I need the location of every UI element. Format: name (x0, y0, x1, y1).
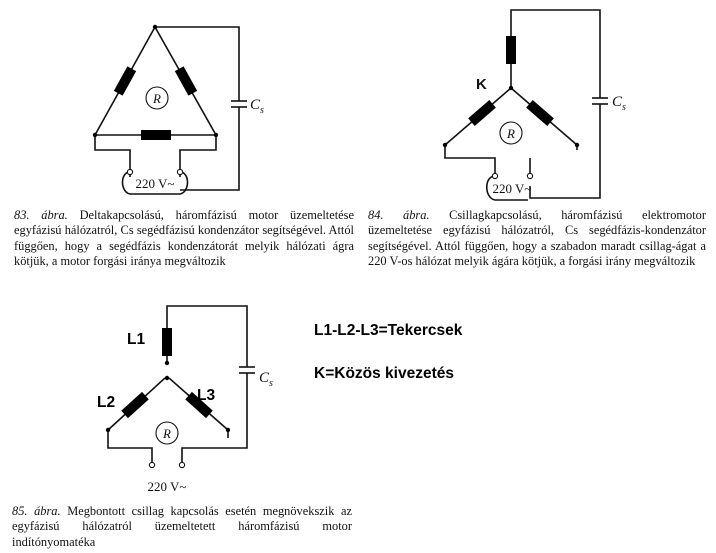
fig83-supply-bracket (121, 171, 189, 195)
fig85-node-L1-end (164, 360, 170, 366)
fig83-supply-terminal-right (176, 168, 184, 176)
fig83-wire-supply-right (179, 135, 217, 177)
fig85-supply-terminal-right (178, 461, 186, 469)
fig85-coil-L3 (185, 391, 213, 419)
fig85-coil-label-L2: L2 (97, 394, 116, 411)
fig85-coil-label-L3: L3 (197, 387, 216, 404)
fig83-caption-number: 83. ábra. (14, 208, 68, 222)
fig84-star-node (508, 85, 514, 91)
figure-85-diagram: R Cs 220 V~ (105, 305, 273, 494)
fig83-supply-label: 220 V~ (136, 176, 175, 191)
fig85-node-left (105, 427, 111, 433)
fig83-coil-bottom (141, 130, 171, 140)
fig84-supply-terminal-left (491, 172, 499, 180)
fig83-wire-supply-left (94, 135, 131, 177)
fig84-wire-top (510, 9, 601, 98)
fig83-node-top (152, 24, 158, 30)
fig84-node-label: K (476, 76, 487, 93)
fig85-wire-cap-bottom (181, 373, 248, 462)
fig84-node-right (574, 142, 580, 148)
fig85-wire-top (166, 305, 248, 367)
fig85-supply-label: 220 V~ (148, 479, 187, 494)
fig84-cap-label: Cs (612, 94, 626, 113)
fig84-caption: 84. ábra. Csillagkapcsolású, háromfázisú… (368, 208, 706, 270)
fig84-node-left (442, 142, 448, 148)
fig85-coil-L2 (121, 391, 149, 419)
fig84-wire-supply-left (444, 145, 496, 178)
fig85-node-center (164, 375, 170, 381)
fig85-cap-label: Cs (259, 370, 273, 389)
fig83-wire-cap-bottom (180, 107, 240, 191)
fig85-motor-label: R (162, 426, 171, 441)
fig85-node-right (225, 427, 231, 433)
fig85-caption-number: 85. ábra. (12, 504, 61, 518)
fig84-supply-terminal-right (526, 172, 534, 180)
fig83-caption-text: Deltakapcsolású, háromfázisú motor üzeme… (14, 208, 355, 269)
fig83-node-right (213, 132, 219, 138)
fig83-coil-left (113, 66, 137, 96)
fig85-coil-L1 (162, 328, 172, 356)
fig85-caption: 85. ábra. Megbontott csillag kapcsolás e… (12, 504, 352, 550)
fig84-supply-label: 220 V~ (493, 181, 532, 196)
fig84-coil-left (468, 100, 496, 126)
fig83-caption: 83. ábra. Deltakapcsolású, háromfázisú m… (14, 208, 354, 270)
fig83-node-left (92, 132, 98, 138)
fig85-caption-text: Megbontott csillag kapcsolás esetén megn… (12, 504, 352, 549)
fig85-coil-label-L1: L1 (127, 331, 146, 348)
fig84-caption-text: Csillagkapcsolású, háromfázisú elektromo… (368, 208, 706, 269)
fig85-supply-terminal-left (148, 461, 156, 469)
fig84-coil-top (506, 36, 516, 64)
fig85-wire-supply-left (107, 430, 153, 462)
fig83-wire-cap-top (155, 26, 240, 101)
fig83-motor-circle (145, 86, 169, 110)
fig84-motor-label: R (506, 126, 515, 141)
legend-common-terminal: K=Közös kivezetés (314, 365, 454, 382)
figure-83-diagram: R Cs 220 V~ (92, 24, 264, 195)
fig84-caption-number: 84. ábra. (368, 208, 430, 222)
fig83-cap-label: Cs (250, 97, 264, 116)
fig83-supply-terminal-left (126, 168, 134, 176)
fig84-wire-cap-bottom (529, 104, 601, 199)
legend-coils: L1-L2-L3=Tekercsek (314, 322, 463, 339)
fig83-coil-right (174, 66, 198, 96)
fig84-coil-right (526, 100, 554, 126)
fig85-motor-circle (155, 421, 179, 445)
fig84-motor-circle (499, 121, 523, 145)
fig83-motor-label: R (152, 91, 161, 106)
figure-84-diagram: K R Cs 220 V~ (442, 9, 626, 201)
